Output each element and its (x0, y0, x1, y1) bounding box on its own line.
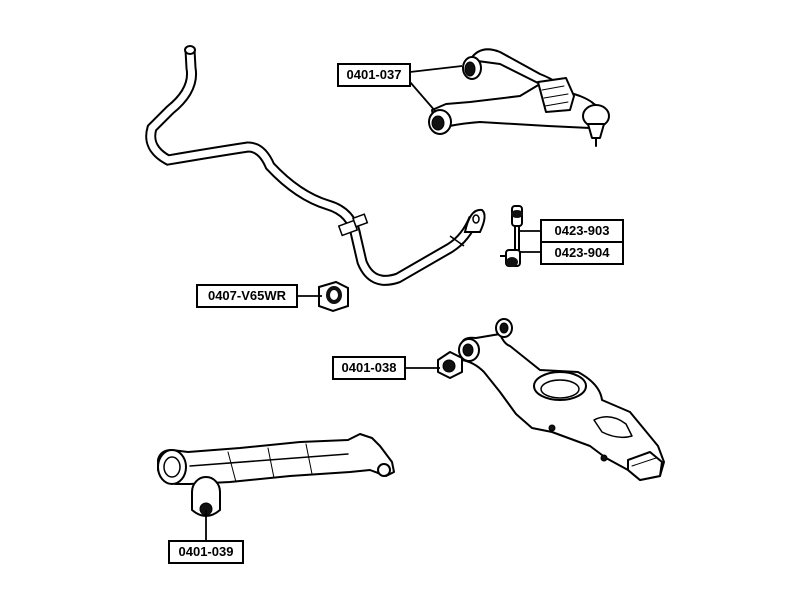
part-label-link-bottom: 0423-904 (540, 241, 624, 265)
upper-control-arm-icon (428, 48, 610, 147)
part-label-lower-arm: 0401-038 (332, 356, 406, 380)
leader-lines (205, 65, 540, 540)
part-label-upper-arm: 0401-037 (337, 63, 411, 87)
stabilizer-link-icon (500, 205, 523, 267)
part-label-trailing-arm: 0401-039 (168, 540, 244, 564)
stabilizer-bar-icon (145, 45, 486, 286)
part-label-link-top: 0423-903 (540, 219, 624, 243)
bushing-icon (318, 280, 349, 313)
trailing-arm-icon (157, 433, 395, 517)
lower-control-arm-icon (437, 318, 665, 481)
part-label-stab-bushing: 0407-V65WR (196, 284, 298, 308)
